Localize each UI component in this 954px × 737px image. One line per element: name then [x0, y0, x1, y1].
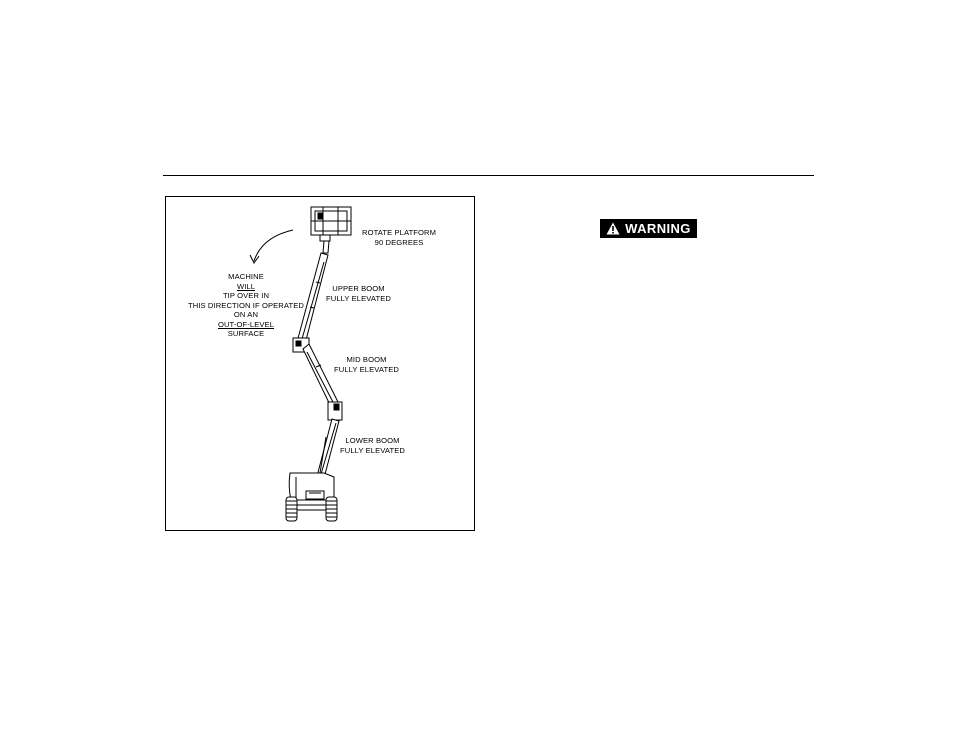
platform-basket [311, 207, 351, 241]
tip-over-label: MACHINE WILL TIP OVER IN THIS DIRECTION … [168, 272, 324, 339]
warning-label: WARNING [625, 221, 691, 236]
warning-banner: WARNING [600, 219, 697, 238]
warning-triangle-icon [606, 222, 620, 235]
tip-direction-arrow [254, 230, 293, 261]
boom-lift-figure: ROTATE PLATFORM 90 DEGREES MACHINE WILL … [165, 196, 475, 531]
right-wheel [326, 497, 337, 521]
upper-boom-label: UPPER BOOM FULLY ELEVATED [326, 284, 391, 303]
mid-boom-label: MID BOOM FULLY ELEVATED [334, 355, 399, 374]
jib [323, 241, 329, 253]
lower-boom-label: LOWER BOOM FULLY ELEVATED [340, 436, 405, 455]
turntable [289, 473, 334, 500]
left-wheel [286, 497, 297, 521]
rotate-platform-label: ROTATE PLATFORM 90 DEGREES [362, 228, 436, 247]
mid-boom [303, 344, 339, 409]
header-rule [163, 175, 814, 176]
boom-lift-illustration [166, 197, 476, 532]
